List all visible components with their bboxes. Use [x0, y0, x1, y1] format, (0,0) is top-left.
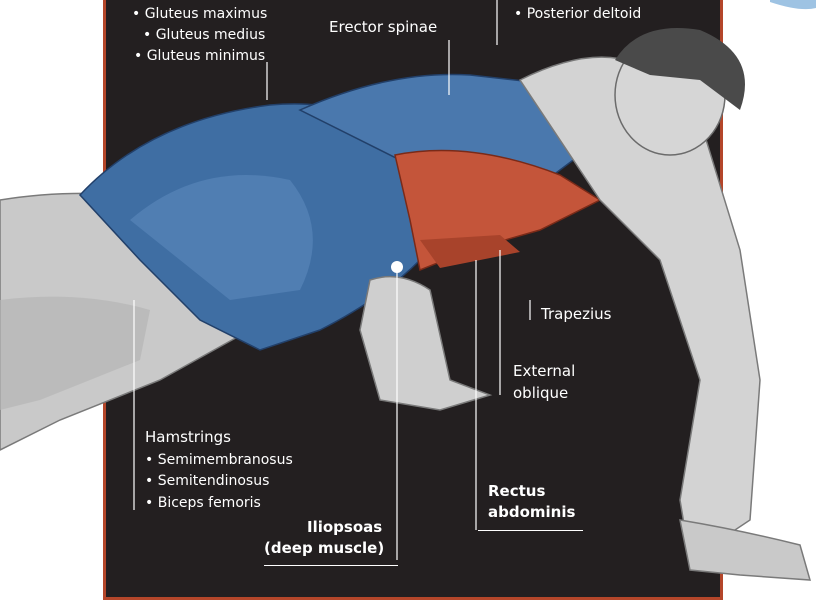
- label-trapezius: Trapezius: [541, 304, 611, 325]
- label-erector-spinae: Erector spinae: [329, 17, 437, 38]
- label-iliopsoas-line2: (deep muscle): [264, 538, 384, 559]
- label-rectus-abdominis-line2: abdominis: [488, 502, 575, 523]
- label-external-oblique-line1: External: [513, 361, 575, 382]
- corner-decoration: [770, 0, 816, 9]
- label-semitendinosus: • Semitendinosus: [145, 471, 269, 492]
- label-hamstrings: Hamstrings: [145, 427, 231, 448]
- hand-right: [680, 520, 810, 580]
- label-biceps-femoris: • Biceps femoris: [145, 493, 261, 514]
- label-gluteus-maximus: • Gluteus maximus: [132, 4, 267, 25]
- label-posterior-deltoid: • Posterior deltoid: [514, 4, 641, 25]
- label-semimembranosus: • Semimembranosus: [145, 450, 293, 471]
- label-rectus-abdominis-line1: Rectus: [488, 481, 545, 502]
- arm-left: [360, 277, 490, 410]
- label-gluteus-medius: • Gluteus medius: [143, 25, 265, 46]
- label-gluteus-minimus: • Gluteus minimus: [134, 46, 265, 67]
- label-external-oblique-line2: oblique: [513, 383, 568, 404]
- rectus-underline: [478, 530, 583, 531]
- label-iliopsoas-line1: Iliopsoas: [307, 517, 382, 538]
- iliopsoas-underline: [264, 565, 398, 566]
